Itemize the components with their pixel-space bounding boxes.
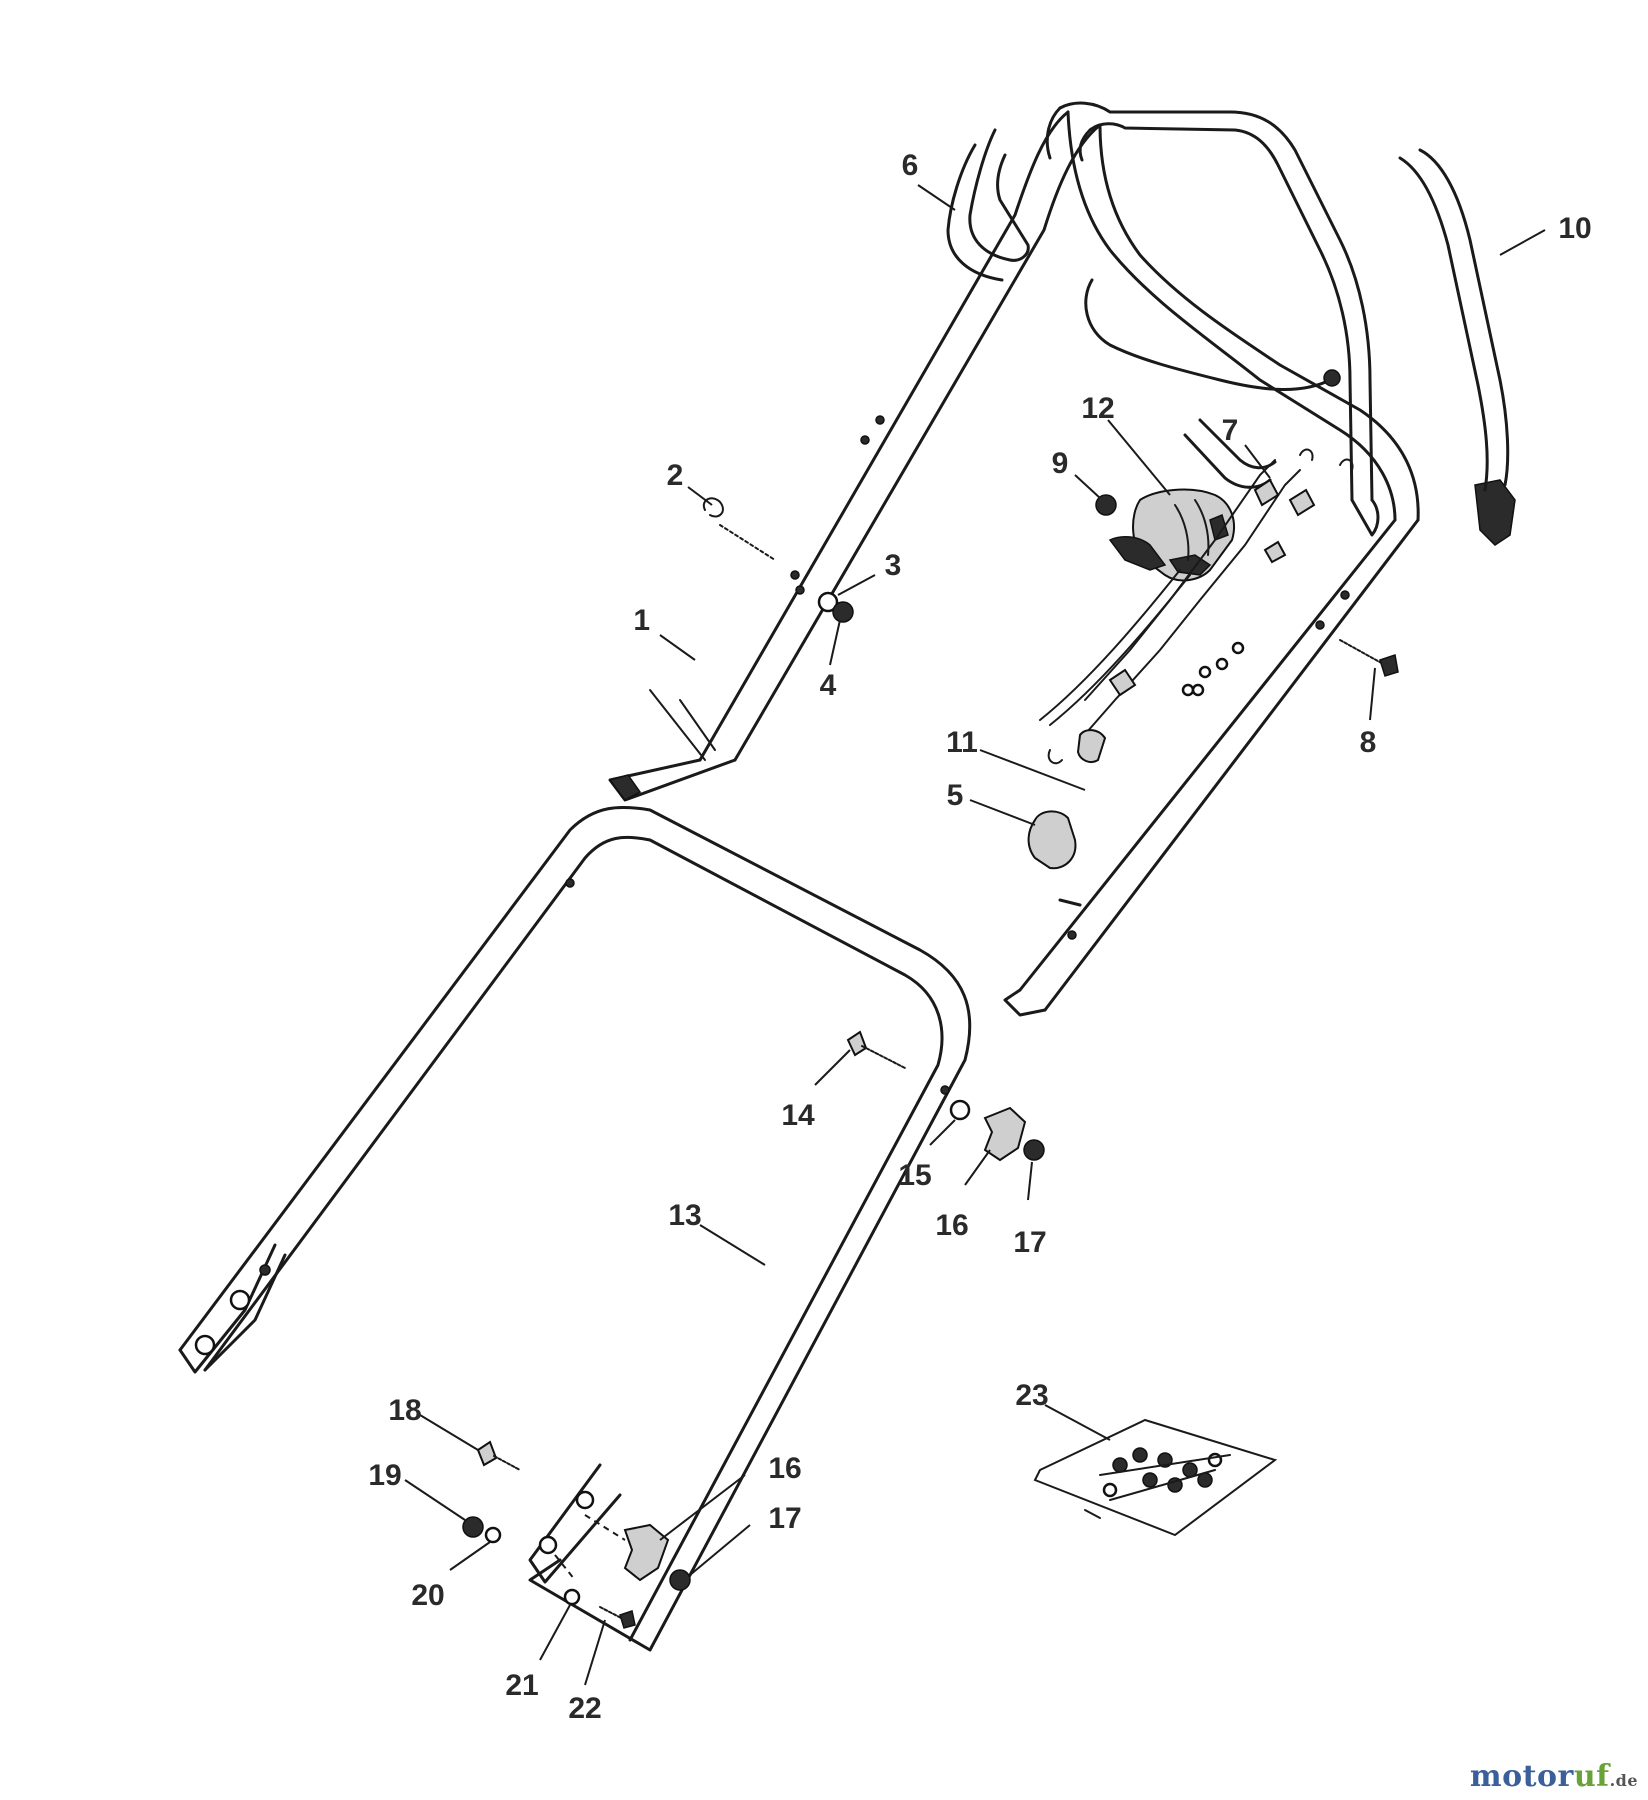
- part-label-3: 3: [885, 549, 902, 582]
- cable-clip: [1027, 810, 1077, 870]
- upper-handle-bar: [1045, 101, 1516, 546]
- part-label-17: 17: [1013, 1226, 1046, 1259]
- nut-4: [832, 601, 854, 623]
- knob-16-lower: [623, 1523, 670, 1582]
- nut-19: [462, 1516, 484, 1538]
- part-label-17-lower: 17: [768, 1502, 801, 1535]
- upper-handle-frame: [608, 110, 1420, 1017]
- motoruf-watermark: motoruf.de: [1470, 1759, 1638, 1794]
- washer-20: [484, 1526, 502, 1544]
- bolt-22: [599, 1606, 636, 1629]
- part-label-8: 8: [1360, 726, 1377, 759]
- part-label-19: 19: [368, 1459, 401, 1492]
- part-label-6: 6: [902, 149, 919, 182]
- part-label-15: 15: [898, 1159, 931, 1192]
- part-label-7: 7: [1222, 414, 1239, 447]
- part-label-20: 20: [411, 1579, 444, 1612]
- bolt-14: [846, 1030, 906, 1069]
- part-label-2: 2: [667, 459, 684, 492]
- bolt-18: [476, 1440, 521, 1471]
- part-label-23: 23: [1015, 1379, 1048, 1412]
- nut-9: [1095, 494, 1117, 516]
- watermark-main: motor: [1469, 1759, 1574, 1794]
- part-label-16: 16: [935, 1209, 968, 1242]
- watermark-accent: uf: [1573, 1759, 1610, 1794]
- lower-handle: [178, 805, 972, 1652]
- watermark-tld: .de: [1609, 1771, 1638, 1790]
- nut-17: [1023, 1139, 1045, 1161]
- knob-16: [983, 1106, 1027, 1162]
- control-lever-assembly: [1108, 488, 1235, 582]
- part-label-5: 5: [947, 779, 964, 812]
- part-label-22: 22: [568, 1692, 601, 1725]
- part-label-16-lower: 16: [768, 1452, 801, 1485]
- part-label-14: 14: [781, 1099, 815, 1132]
- nut-17-lower: [669, 1569, 691, 1591]
- washer-21: [563, 1588, 581, 1606]
- part-label-9: 9: [1052, 447, 1069, 480]
- part-label-1: 1: [633, 604, 650, 637]
- part-label-13: 13: [668, 1199, 701, 1232]
- washer-15: [949, 1099, 971, 1121]
- leader-lines: [404, 184, 1546, 1686]
- part-label-11: 11: [946, 726, 978, 759]
- part-label-4: 4: [820, 669, 837, 702]
- part-label-12: 12: [1081, 392, 1114, 425]
- washer-3: [817, 591, 839, 613]
- bolt-8: [1339, 639, 1399, 677]
- hook-bolt: [702, 497, 776, 561]
- part-label-10: 10: [1558, 212, 1591, 245]
- hardware-kit-bag: [1033, 1418, 1278, 1537]
- control-cables: [1039, 448, 1354, 765]
- part-label-18: 18: [388, 1394, 421, 1427]
- part-label-21: 21: [505, 1669, 538, 1702]
